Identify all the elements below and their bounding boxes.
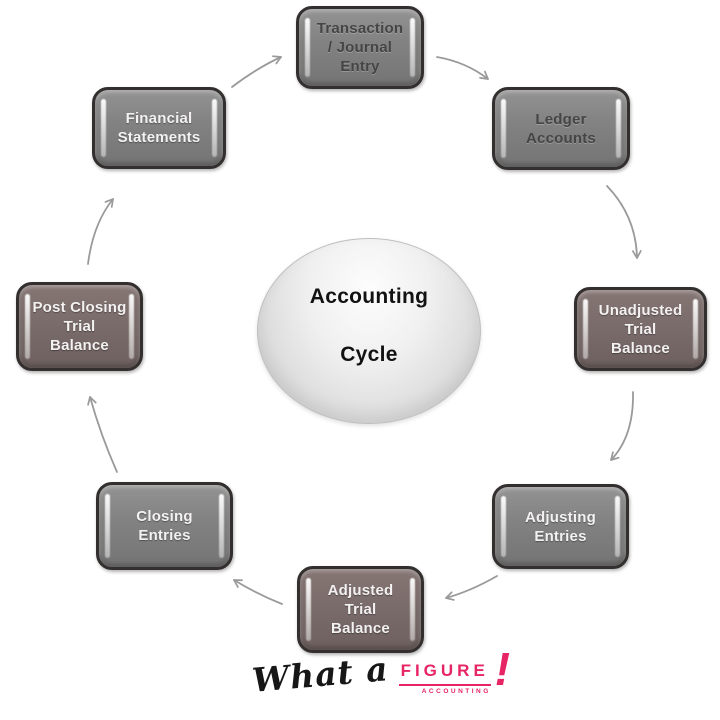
node-label: Ledger Accounts [526, 110, 596, 147]
brand-logo: What a FIGURE ACCOUNTING ! [251, 646, 511, 700]
gloss-highlight-bar [212, 99, 217, 157]
node-label: Closing Entries [136, 508, 193, 544]
gloss-highlight-bar [693, 299, 698, 359]
node-label: Adjusted Trial Balance [327, 582, 394, 637]
gloss-highlight-bar [410, 18, 415, 77]
logo-brand-name: FIGURE [398, 661, 491, 686]
arrow-postclosing-to-financial [87, 198, 114, 265]
node-post-closing-trial-balance: Post Closing Trial Balance [16, 282, 143, 371]
node-label: Financial Statements [117, 110, 201, 146]
arrow-financial-to-transaction [231, 55, 282, 88]
gloss-highlight-bar [615, 496, 620, 557]
gloss-highlight-bar [583, 299, 588, 359]
gloss-highlight-bar [410, 578, 415, 641]
gloss-highlight-bar [501, 496, 506, 557]
logo-script-text: What a [250, 649, 391, 701]
logo-exclamation-mark: ! [494, 643, 511, 695]
node-transaction-journal-entry: Transaction / Journal Entry [296, 6, 424, 89]
gloss-highlight-bar [101, 99, 106, 157]
gloss-highlight-bar [306, 578, 311, 641]
node-label: Transaction / Journal Entry [316, 20, 404, 75]
node-closing-entries: Closing Entries [96, 482, 233, 570]
arrow-adjusted-to-closing [233, 579, 283, 605]
gloss-highlight-bar [105, 494, 110, 558]
arrow-transaction-to-ledger [436, 56, 489, 80]
node-label: Post Closing Trial Balance [32, 299, 127, 354]
gloss-highlight-bar [305, 18, 310, 77]
gloss-highlight-bar [25, 294, 30, 359]
node-adjusting-entries: Adjusting Entries [492, 484, 629, 569]
gloss-highlight-bar [219, 494, 224, 558]
arrow-unadjusted-to-adjusting [610, 391, 634, 461]
node-unadjusted-trial-balance: Unadjusted Trial Balance [574, 287, 707, 371]
logo-brand-block: FIGURE ACCOUNTING [398, 661, 491, 695]
gloss-highlight-bar [501, 99, 506, 158]
node-financial-statements: Financial Statements [92, 87, 226, 169]
center-circle: Accounting Cycle [257, 238, 481, 424]
center-title-line1: Accounting [309, 285, 429, 308]
gloss-highlight-bar [129, 294, 134, 359]
node-label: Adjusting Entries [525, 508, 596, 545]
logo-brand-subtitle: ACCOUNTING [421, 687, 491, 695]
node-adjusted-trial-balance: Adjusted Trial Balance [297, 566, 424, 653]
gloss-highlight-bar [616, 99, 621, 158]
center-title-line2: Cycle [340, 343, 398, 366]
node-label: Unadjusted Trial Balance [598, 301, 683, 357]
arrow-closing-to-postclosing [87, 396, 118, 473]
node-ledger-accounts: Ledger Accounts [492, 87, 630, 170]
arrow-ledger-to-unadjusted [606, 185, 642, 259]
arrow-adjusting-to-adjusted [445, 575, 498, 601]
